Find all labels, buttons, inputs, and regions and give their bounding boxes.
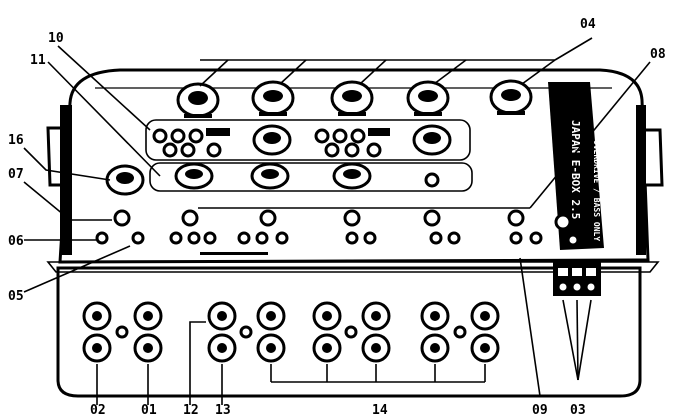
lower-knob-3[interactable] (332, 162, 372, 190)
knob-4[interactable] (406, 80, 450, 116)
mid-knob-a[interactable] (252, 124, 292, 156)
callout-06: 06 (8, 234, 24, 249)
callout-10: 10 (48, 31, 64, 46)
callout-02: 02 (90, 403, 106, 418)
power-terminal-block[interactable] (553, 262, 601, 296)
knob-1[interactable] (176, 82, 220, 118)
brand-subtitle: OVERDRIVE / BASS ONLY (592, 140, 601, 241)
switch-cluster-right (314, 128, 390, 158)
front-pair-3[interactable] (312, 301, 391, 363)
callout-12: 12 (183, 403, 199, 418)
master-knob[interactable] (105, 164, 145, 196)
knob-3[interactable] (330, 80, 374, 116)
callout-labels: 04 10 11 08 16 07 06 05 02 01 12 13 14 0… (8, 17, 666, 418)
lower-knob-2[interactable] (250, 162, 290, 190)
callout-01: 01 (141, 403, 157, 418)
callout-08: 08 (650, 47, 666, 62)
knob-2[interactable] (251, 80, 295, 116)
callout-16: 16 (8, 133, 24, 148)
callout-14: 14 (372, 403, 388, 418)
switch-cluster-left (152, 128, 230, 158)
front-jacks (82, 301, 500, 363)
knob-5[interactable] (489, 79, 533, 115)
callout-13: 13 (215, 403, 231, 418)
knob-group-frame (149, 162, 473, 192)
callout-07: 07 (8, 167, 24, 182)
callout-04: 04 (580, 17, 596, 32)
front-pair-4[interactable] (420, 301, 500, 363)
lower-knob-1[interactable] (174, 162, 214, 190)
leader-lines (23, 37, 651, 405)
lower-jack-row (95, 231, 543, 255)
callout-11: 11 (30, 53, 46, 68)
callout-09: 09 (532, 403, 548, 418)
front-pair-2[interactable] (207, 301, 286, 363)
top-knob-row (176, 79, 533, 118)
brand-text: JAPAN E-BOX 2.5 (569, 120, 582, 219)
upper-jack-row (113, 209, 525, 227)
callout-05: 05 (8, 289, 24, 304)
front-pair-1[interactable] (82, 301, 163, 363)
brand-panel: JAPAN E-BOX 2.5 OVERDRIVE / BASS ONLY (548, 82, 604, 250)
callout-03: 03 (570, 403, 586, 418)
switch-group-frame (145, 119, 471, 161)
lower-small-led (424, 172, 440, 188)
panel-screw (554, 213, 580, 247)
mid-knob-b[interactable] (412, 124, 452, 156)
